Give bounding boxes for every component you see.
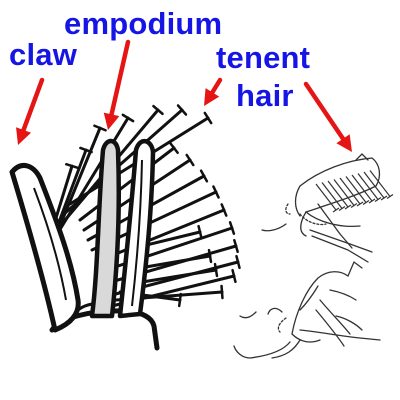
label-hair: hair bbox=[236, 78, 294, 113]
sketch-tenent-hair bbox=[327, 180, 352, 210]
sketch-tenent-hair bbox=[357, 173, 382, 202]
claw-shape bbox=[9, 162, 81, 333]
empodium-shape bbox=[89, 138, 121, 319]
sketch-tenent-hair bbox=[339, 177, 364, 207]
tenent-hair bbox=[98, 221, 236, 274]
label-claw: claw bbox=[9, 37, 78, 72]
claw-arrow bbox=[16, 77, 45, 145]
sketch-tenent-hair bbox=[345, 176, 370, 205]
label-empodium: empodium bbox=[64, 6, 223, 41]
right-claw-shape bbox=[117, 139, 156, 319]
sketch-tenent-hair bbox=[351, 174, 376, 204]
empodium-arrow bbox=[103, 39, 131, 130]
sketch-arrow bbox=[303, 81, 352, 152]
leg-sketch-upper-hairs bbox=[315, 170, 394, 213]
right-claw-inner-line bbox=[131, 159, 143, 307]
leg-sketch-upper bbox=[261, 153, 381, 263]
sketch-tenent-hair bbox=[315, 183, 340, 213]
sketch-tenent-hair bbox=[369, 170, 394, 199]
claw-inner-line bbox=[33, 187, 67, 301]
tenent-hair-arrow bbox=[204, 77, 223, 106]
sketch-tenent-hair bbox=[363, 171, 388, 201]
label-tenent: tenent bbox=[216, 40, 311, 75]
leg-sketch-lower bbox=[233, 261, 381, 359]
sketch-tenent-hair bbox=[333, 179, 358, 208]
sketch-tenent-hair bbox=[321, 182, 346, 211]
pointer-arrows bbox=[16, 39, 352, 152]
tenent-hair bbox=[78, 141, 179, 222]
